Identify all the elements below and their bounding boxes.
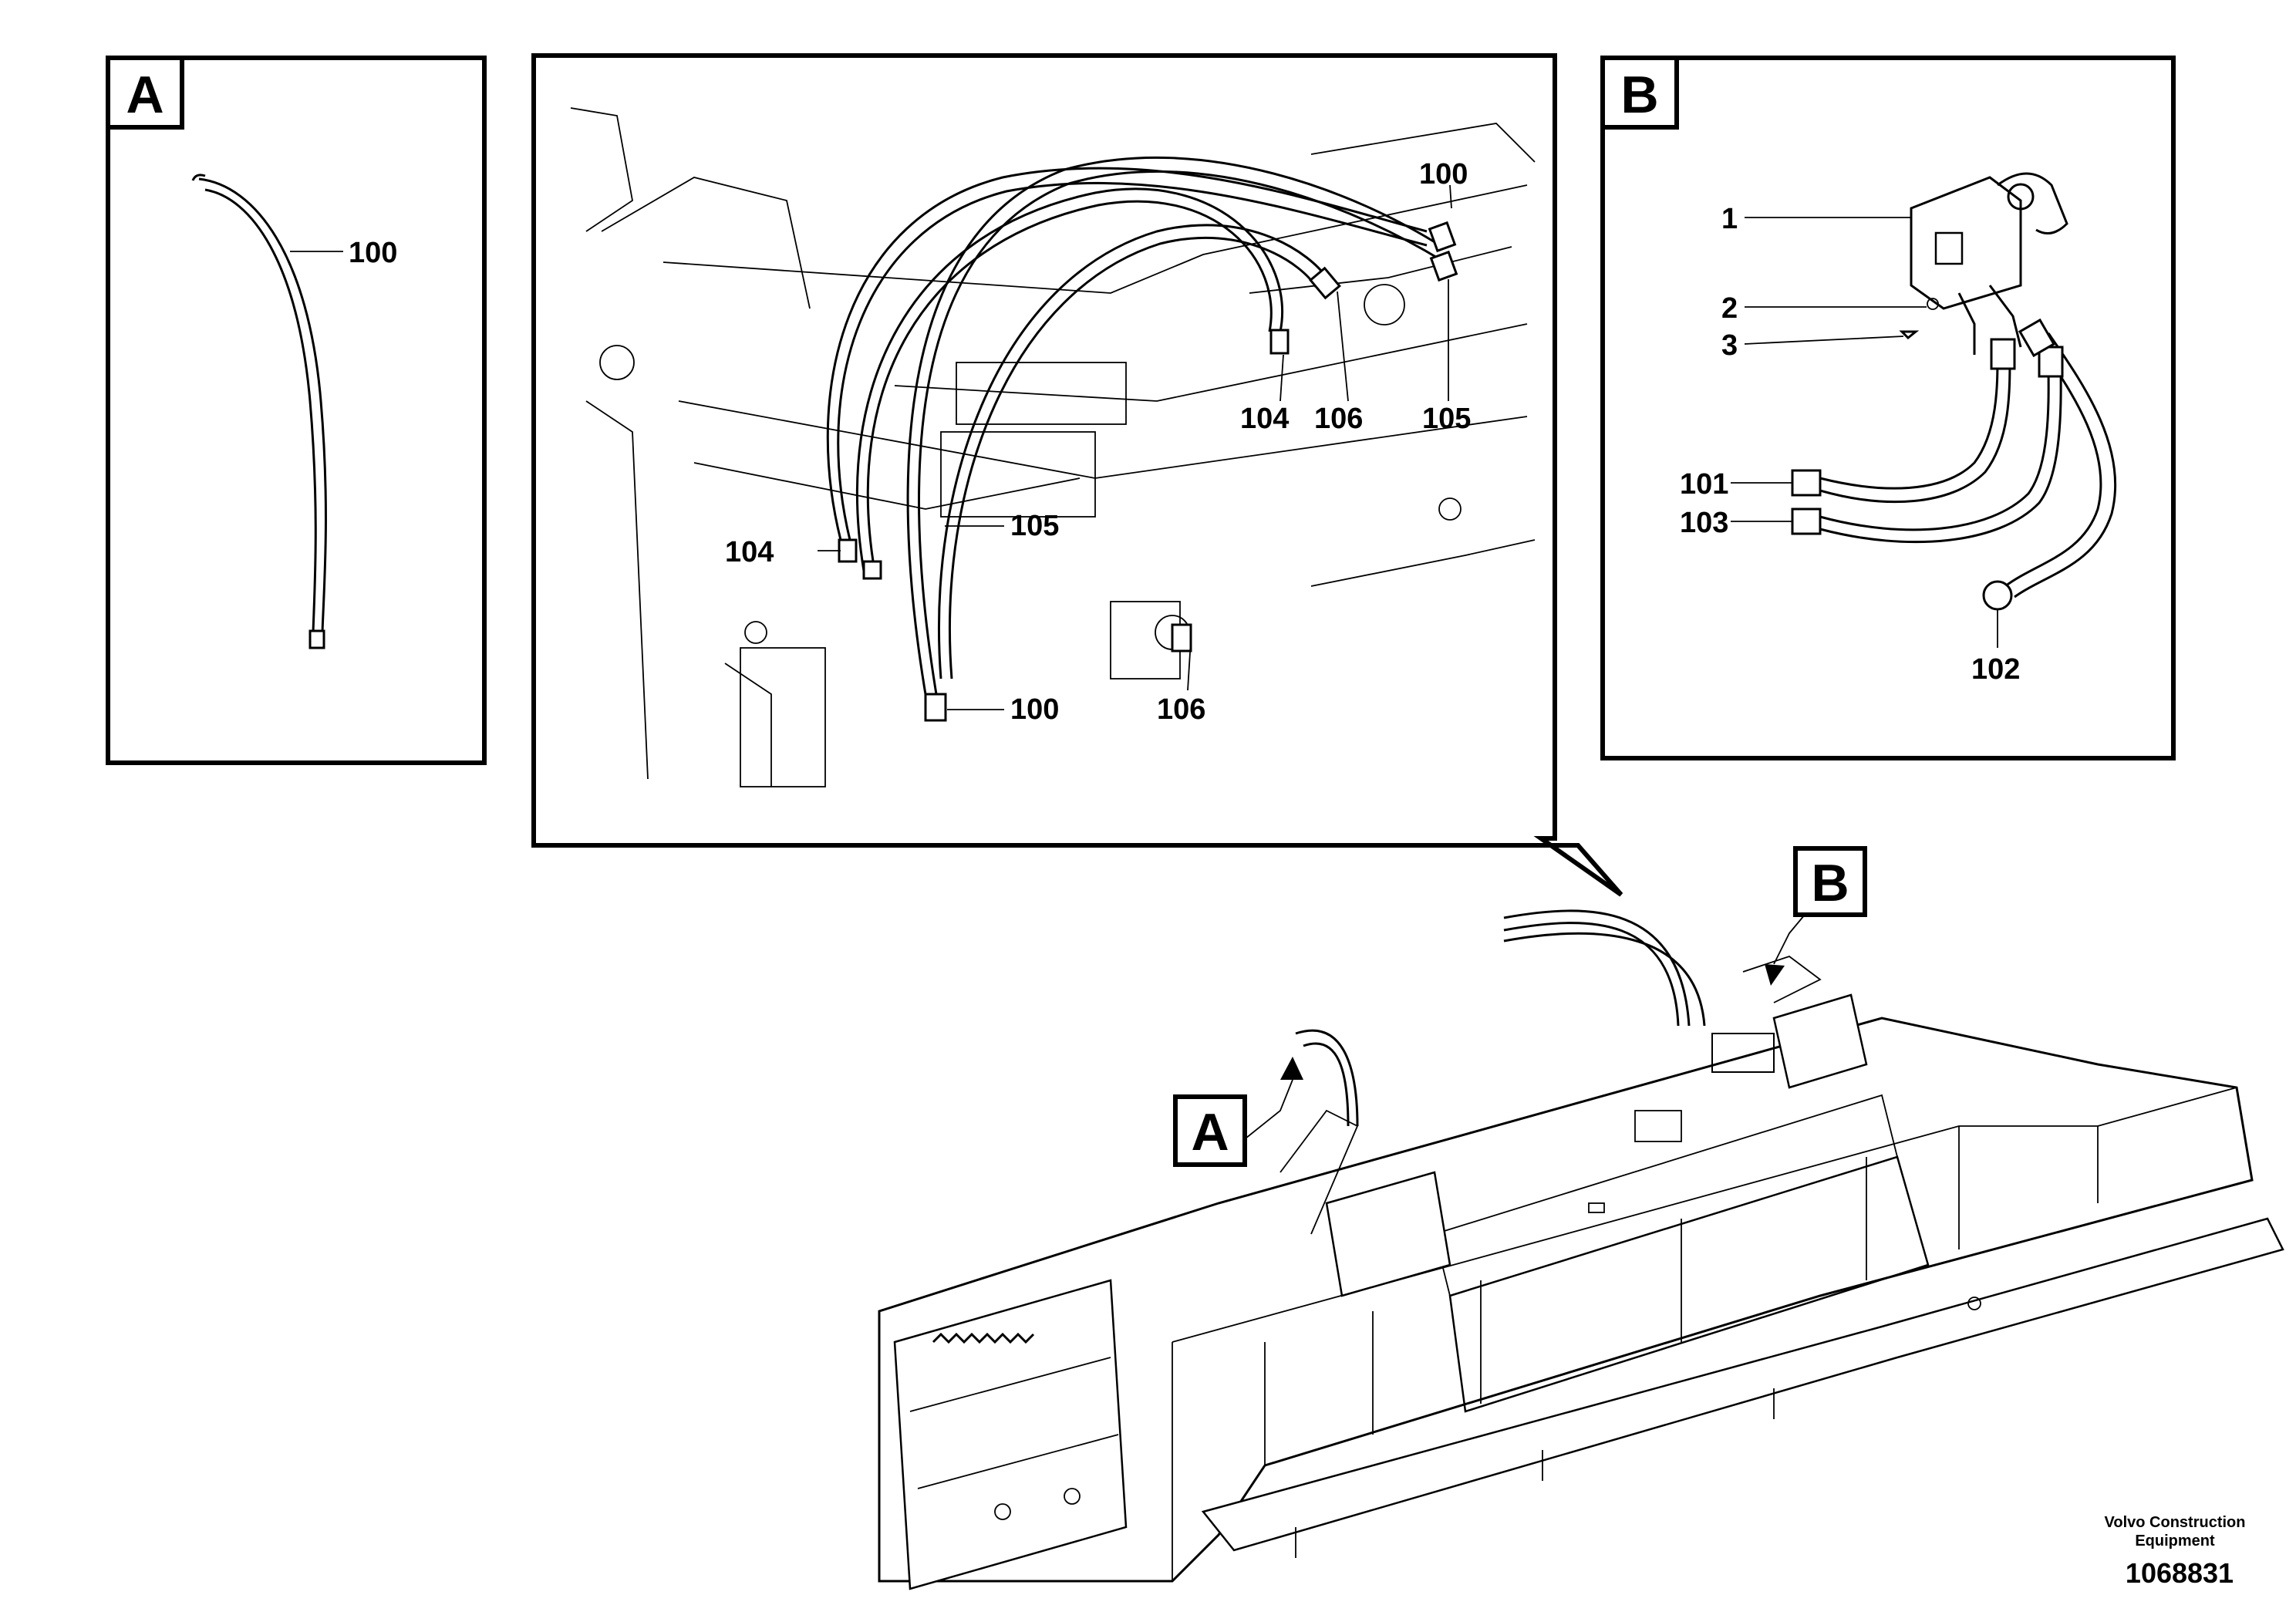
callout-b-2: 2	[1721, 292, 1738, 325]
callout-main-106-bottom: 106	[1157, 693, 1205, 726]
callout-a-100: 100	[349, 237, 397, 269]
main-view-panel: 100 104 106 105 105 104 100 106	[531, 53, 1623, 897]
main-hoses	[826, 156, 1458, 722]
machine-background	[570, 107, 1536, 787]
pointer-a-label: A	[1191, 1103, 1229, 1162]
hose-101-103-102-drawing	[1791, 318, 2117, 611]
pointer-b-label: B	[1811, 854, 1849, 912]
callout-b-3: 3	[1721, 329, 1738, 362]
detail-b-tag: B	[1620, 66, 1658, 124]
company-name-line2: Equipment	[2135, 1533, 2215, 1549]
callout-main-104-top: 104	[1240, 403, 1289, 435]
footer-block: Volvo Construction Equipment 1068831	[2105, 1514, 2246, 1589]
detail-a-tag: A	[126, 66, 164, 124]
callout-b-103: 103	[1680, 507, 1728, 539]
screed-overview-drawing	[878, 909, 2284, 1590]
drawing-number: 1068831	[2126, 1557, 2234, 1589]
pointer-a: A	[1173, 1057, 1303, 1167]
callout-main-104-mid: 104	[725, 536, 774, 568]
callout-main-105-mid: 105	[1010, 510, 1059, 542]
callout-main-100-bottom: 100	[1010, 693, 1059, 726]
detail-a-panel: A 100	[106, 56, 487, 765]
callout-b-1: 1	[1721, 203, 1738, 235]
callout-b-101: 101	[1680, 468, 1728, 501]
callout-main-100-top: 100	[1419, 158, 1468, 191]
detail-b-panel: B 1	[1600, 56, 2176, 760]
hose-100-drawing	[191, 174, 327, 649]
callout-b-102: 102	[1971, 653, 2020, 686]
pointer-b: B	[1765, 846, 1867, 986]
company-name-line1: Volvo Construction	[2105, 1514, 2246, 1531]
valve-assembly-drawing	[1899, 172, 2068, 355]
callout-main-105-top: 105	[1422, 403, 1471, 435]
callout-main-106-top: 106	[1314, 403, 1363, 435]
